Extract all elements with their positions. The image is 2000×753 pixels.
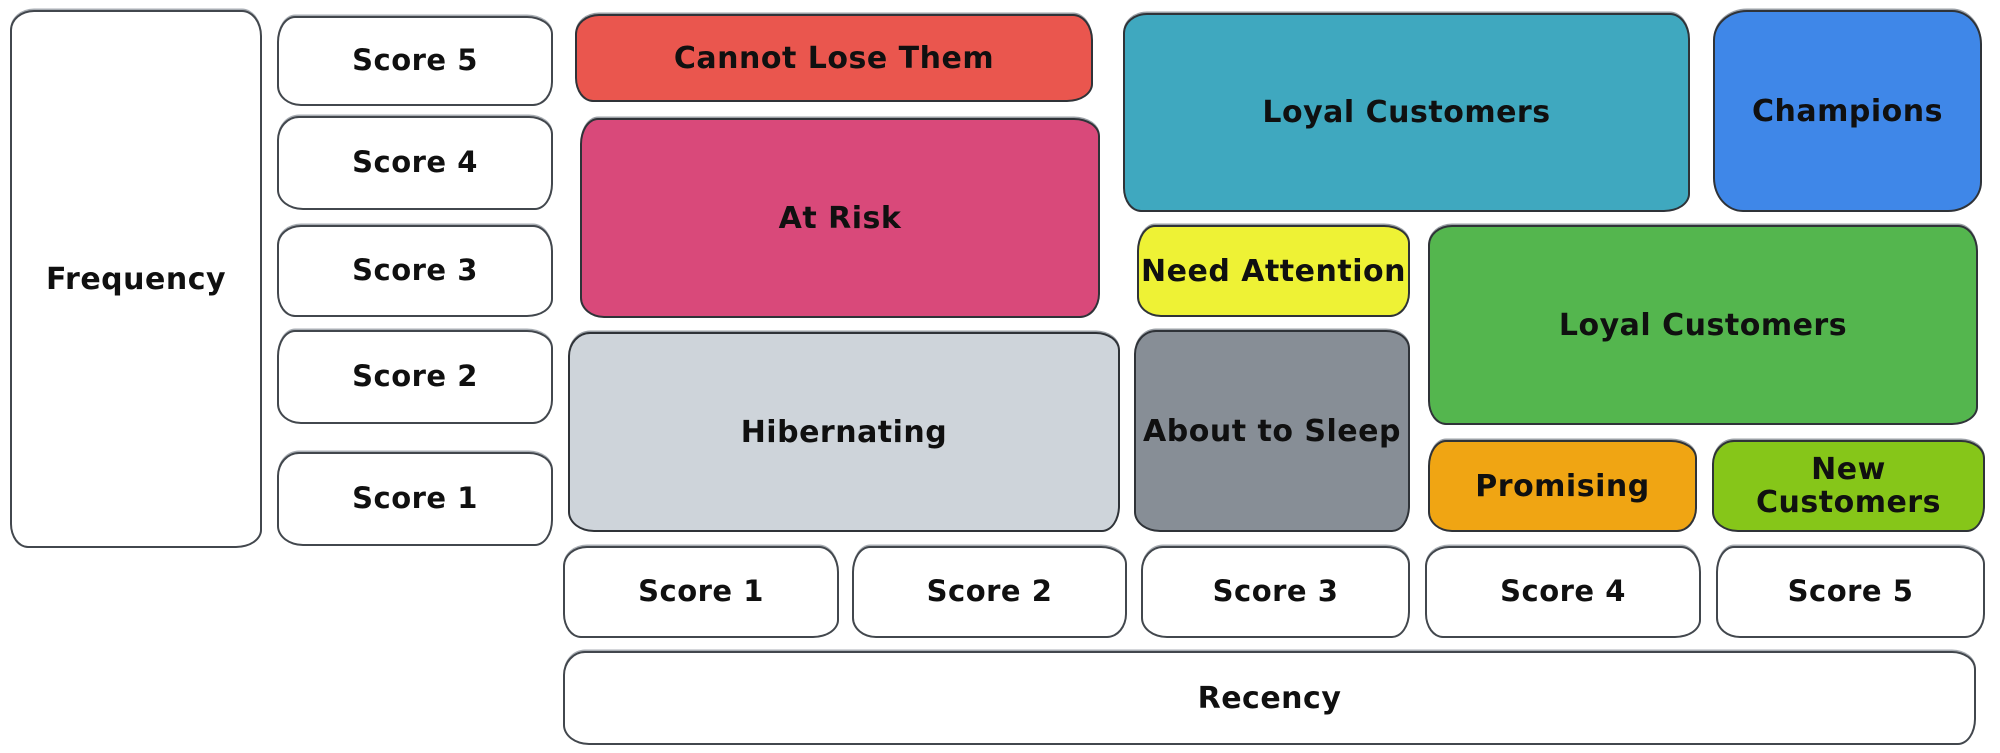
segment-loyal-customers-right: Loyal Customers (1428, 225, 1978, 425)
segment-label: Loyal Customers (1558, 307, 1848, 343)
segment-label: Need Attention (1141, 253, 1406, 289)
frequency-axis-label: Frequency (45, 261, 227, 297)
recency-score-1: Score 1 (563, 546, 839, 638)
segment-label: Hibernating (740, 414, 948, 450)
segment-label: Promising (1475, 468, 1650, 504)
frequency-score-1: Score 1 (277, 452, 553, 546)
segment-new-customers: New Customers (1712, 440, 1985, 532)
recency-score-4: Score 4 (1425, 546, 1701, 638)
score-label: Score 3 (1212, 574, 1339, 609)
score-label: Score 3 (352, 253, 478, 288)
frequency-score-4: Score 4 (277, 116, 553, 210)
segment-label: Cannot Lose Them (673, 40, 995, 76)
segment-label: About to Sleep (1143, 413, 1401, 449)
recency-axis-label: Recency (1197, 680, 1342, 716)
recency-score-5: Score 5 (1716, 546, 1985, 638)
segment-at-risk: At Risk (580, 118, 1100, 318)
segment-label: New Customers (1756, 452, 1941, 520)
segment-hibernating: Hibernating (568, 332, 1120, 532)
score-label: Score 4 (1500, 574, 1626, 609)
segment-loyal-customers-top: Loyal Customers (1123, 13, 1690, 212)
score-label: Score 5 (352, 43, 478, 78)
score-label: Score 2 (926, 574, 1053, 609)
segment-champions: Champions (1713, 10, 1982, 212)
score-label: Score 2 (352, 359, 478, 394)
recency-score-2: Score 2 (852, 546, 1127, 638)
frequency-score-5: Score 5 (277, 16, 553, 106)
segment-cannot-lose-them: Cannot Lose Them (575, 14, 1093, 102)
frequency-score-3: Score 3 (277, 225, 553, 317)
score-label: Score 5 (1787, 574, 1914, 609)
score-label: Score 4 (352, 145, 478, 180)
recency-score-3: Score 3 (1141, 546, 1410, 638)
frequency-score-2: Score 2 (277, 330, 553, 424)
segment-label: Champions (1752, 93, 1943, 129)
segment-label: At Risk (778, 200, 902, 236)
recency-axis-box: Recency (563, 651, 1976, 745)
segment-promising: Promising (1428, 440, 1697, 532)
score-label: Score 1 (352, 481, 478, 516)
segment-about-to-sleep: About to Sleep (1134, 330, 1410, 532)
segment-need-attention: Need Attention (1137, 225, 1410, 317)
segment-label: Loyal Customers (1262, 95, 1551, 130)
frequency-axis-box: Frequency (10, 10, 262, 548)
score-label: Score 1 (638, 574, 764, 609)
